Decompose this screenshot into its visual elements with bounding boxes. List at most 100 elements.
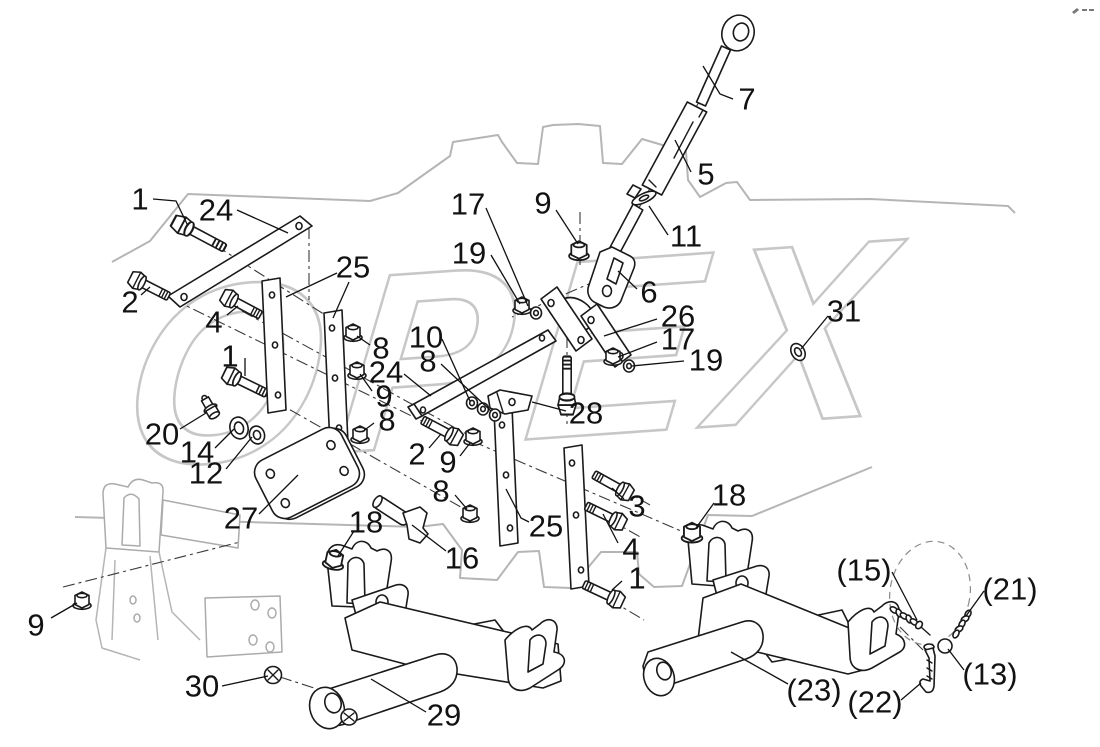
callout-leader <box>602 513 619 544</box>
callout-leader <box>403 373 432 397</box>
part-top-link <box>568 14 756 309</box>
callout-leader <box>370 678 427 713</box>
corner-mark <box>1072 8 1094 14</box>
callout-label-8-18: 8 <box>419 344 436 379</box>
callout-leader <box>225 436 253 470</box>
washer-10 <box>465 396 479 410</box>
callout-label-5-10: 5 <box>697 157 714 192</box>
bolt-4-low <box>581 496 630 534</box>
callout-label-9-24: 9 <box>439 445 456 480</box>
callout-label-18-31: 18 <box>349 505 383 540</box>
callout-label-21-42: (21) <box>982 572 1037 607</box>
nut-8-a <box>343 323 363 343</box>
callout-label-2-23: 2 <box>408 437 425 472</box>
linch-pin-22 <box>919 643 936 694</box>
callout-leader <box>411 524 447 552</box>
callout-leader <box>332 281 350 319</box>
callout-leader <box>611 580 623 591</box>
callout-leader <box>702 65 734 100</box>
callout-label-25-27: 25 <box>529 509 563 544</box>
callout-leader <box>947 648 965 671</box>
callout-label-1-0: 1 <box>131 182 148 217</box>
part-chain-group <box>888 540 972 694</box>
nut-9-a <box>347 361 367 381</box>
part-lower-bracket-23 <box>642 520 906 697</box>
bolt-1-low <box>579 575 628 612</box>
callout-label-20-34: 20 <box>145 417 179 452</box>
callout-leader <box>428 433 442 449</box>
part-lower-bracket-29 <box>308 540 566 730</box>
callout-leader <box>221 675 269 687</box>
nut-9-top <box>568 240 590 262</box>
callout-label-29-39: 29 <box>427 698 461 733</box>
callout-label-19-8: 19 <box>452 236 486 271</box>
callout-label-3-28: 3 <box>628 489 645 524</box>
callout-label-2-2: 2 <box>121 285 138 320</box>
part-bracket-28 <box>487 389 533 415</box>
callout-leader <box>555 209 579 245</box>
callout-label-31-16: 31 <box>827 294 861 329</box>
part-plug-29-end <box>340 708 358 726</box>
balloon-outline <box>888 540 972 646</box>
callout-leader <box>648 205 669 236</box>
callout-label-30-38: 30 <box>185 669 219 704</box>
callout-leader <box>337 530 355 557</box>
machine-outline <box>74 123 1016 589</box>
pin-11 <box>626 184 642 199</box>
callout-leader <box>900 682 922 701</box>
callout-label-9-37: 9 <box>27 608 44 643</box>
callout-label-16-32: 16 <box>445 541 479 576</box>
callout-leader <box>285 272 338 298</box>
callout-label-15-41: (15) <box>836 553 891 588</box>
callout-leader <box>214 428 235 449</box>
callout-label-18-40: 18 <box>712 478 746 513</box>
callout-leader <box>359 373 373 392</box>
callout-label-11-11: 11 <box>670 219 702 254</box>
callout-label-1-30: 1 <box>628 561 645 596</box>
part-strips-25 <box>261 277 590 590</box>
callout-label-25-4: 25 <box>336 250 370 285</box>
nut-18-right <box>680 521 704 544</box>
callout-leader <box>236 209 289 234</box>
callout-leader <box>531 401 567 412</box>
part-ring-12 <box>248 425 266 445</box>
callout-leader <box>440 363 492 412</box>
nut-9-left <box>72 591 92 611</box>
nut-8-c <box>460 504 480 524</box>
callout-leader <box>730 651 789 685</box>
callout-leader <box>965 590 985 617</box>
callout-label-22-45: (22) <box>847 685 902 720</box>
callout-leader <box>631 360 685 367</box>
callout-label-23-44: (23) <box>786 673 841 708</box>
nut-9-b <box>463 427 483 447</box>
callout-leader <box>490 254 521 305</box>
callout-label-28-26: 28 <box>569 396 603 431</box>
callout-leader <box>617 270 638 290</box>
callout-label-4-3: 4 <box>205 305 222 340</box>
part-bar-24-upper <box>167 215 313 308</box>
callout-label-8-19: 8 <box>372 331 389 366</box>
callout-leader <box>226 305 239 316</box>
callout-label-1-5: 1 <box>221 339 238 374</box>
callout-leader <box>505 488 530 523</box>
callout-leader <box>179 412 207 430</box>
callout-leader <box>485 207 529 307</box>
part-bar-24-lower <box>407 329 557 420</box>
washer-8 <box>476 402 490 416</box>
callout-label-10-17: 10 <box>409 320 443 355</box>
callout-label-19-15: 19 <box>689 343 723 378</box>
part-grease-fitting-20 <box>200 394 221 420</box>
callout-label-9-21: 9 <box>375 379 392 414</box>
chain-21 <box>952 609 972 639</box>
callout-leader <box>603 318 658 337</box>
part-pin-16 <box>372 495 429 544</box>
callout-label-8-25: 8 <box>432 474 449 509</box>
washer-19-upper <box>529 306 543 320</box>
callout-label-14-35: 14 <box>180 435 214 470</box>
callout-label-24-1: 24 <box>199 193 233 228</box>
callout-label-17-6: 17 <box>451 187 485 222</box>
callout-leader <box>140 286 151 296</box>
callout-leader <box>356 335 371 346</box>
callout-label-4-29: 4 <box>622 532 639 567</box>
